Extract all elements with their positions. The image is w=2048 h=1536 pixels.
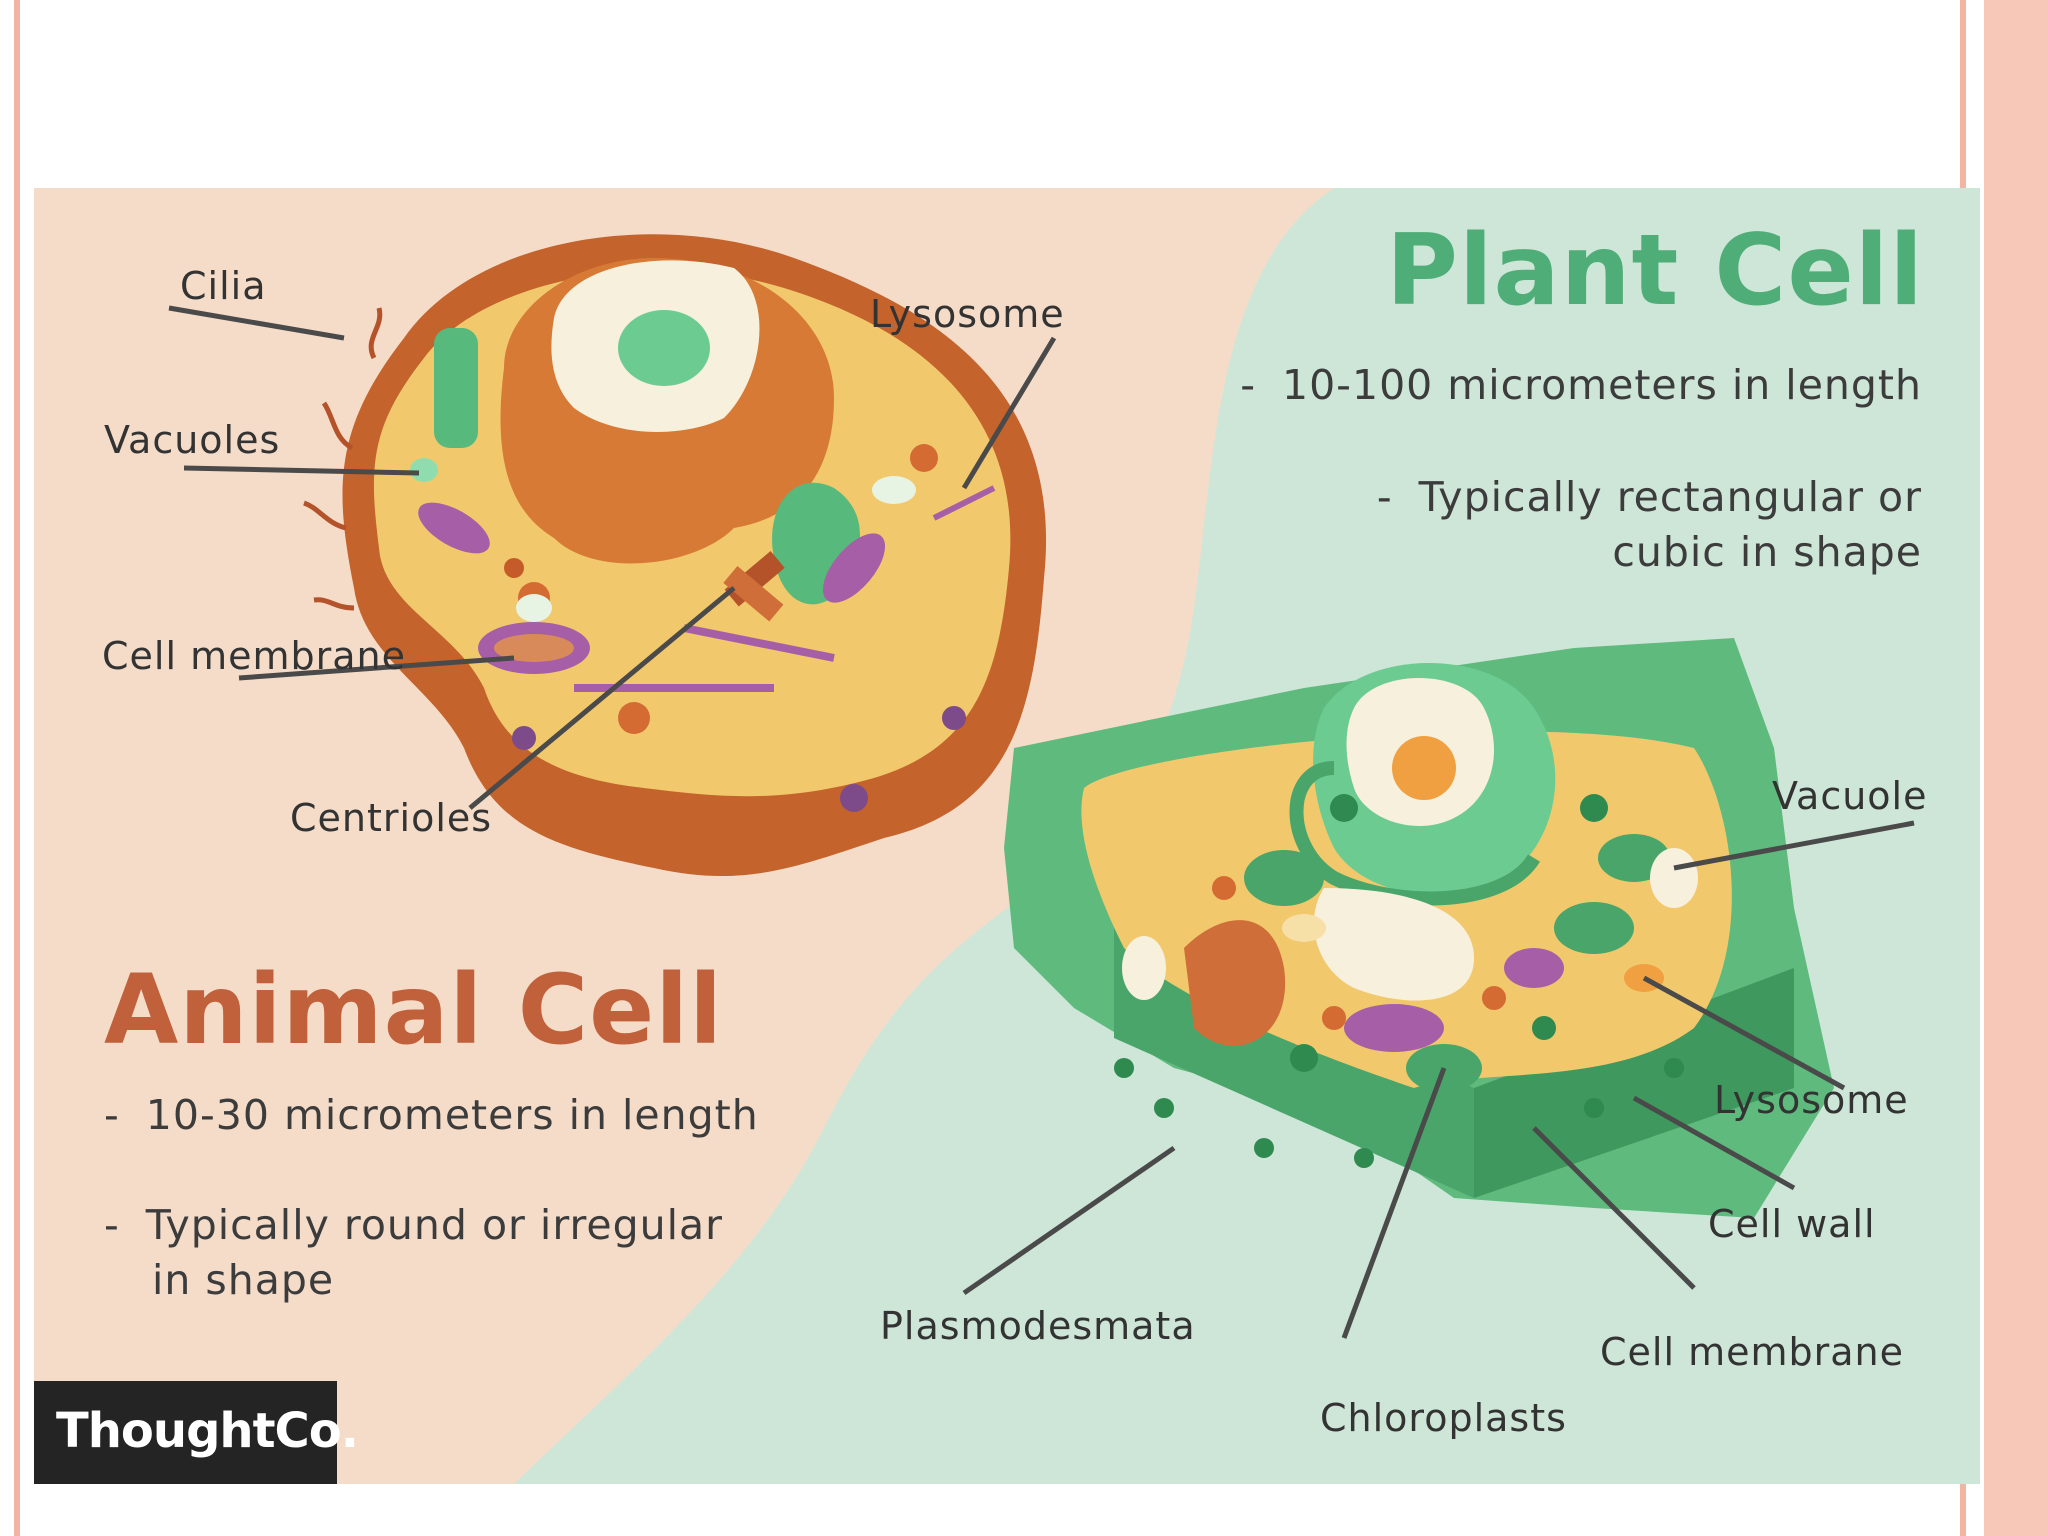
plant-size-value: 10-100 micrometers in length xyxy=(1282,361,1922,409)
leader-vacuoles xyxy=(183,465,420,476)
label-plasmodesmata: Plasmodesmata xyxy=(880,1304,1196,1348)
animal-size-value: 10-30 micrometers in length xyxy=(145,1091,759,1139)
leader-animal-lysosome xyxy=(961,336,1057,490)
animal-shape-line1: Typically round or irregular xyxy=(145,1201,724,1249)
label-cell-wall: Cell wall xyxy=(1708,1202,1876,1246)
leader-centrioles xyxy=(468,586,736,810)
animal-shape-line2: in shape xyxy=(152,1256,335,1304)
label-vacuole: Vacuole xyxy=(1772,774,1928,818)
leader-vacuole xyxy=(1673,820,1915,871)
label-vacuoles: Vacuoles xyxy=(104,418,281,462)
animal-cell-illustration xyxy=(303,234,1047,877)
leader-plant-lysosome xyxy=(1642,975,1846,1091)
leader-plasmodesmata xyxy=(962,1145,1176,1296)
label-cilia: Cilia xyxy=(180,264,267,308)
animal-cell-title: Animal Cell xyxy=(104,954,724,1066)
cell-comparison-figure: Plant Cell -10-100 micrometers in length… xyxy=(34,188,1980,1484)
slide-frame-left xyxy=(14,0,20,1536)
label-centrioles: Centrioles xyxy=(290,796,493,840)
animal-leader-lines xyxy=(168,305,1057,810)
plant-cell-illustration xyxy=(1004,638,1834,1218)
plant-leader-lines xyxy=(962,820,1915,1339)
label-plant-lysosome: Lysosome xyxy=(1714,1078,1909,1122)
leader-cell-wall xyxy=(1632,1095,1796,1191)
thoughtco-logo: ThoughtCo. xyxy=(34,1381,359,1484)
label-chloroplasts: Chloroplasts xyxy=(1320,1396,1567,1440)
logo-text: ThoughtCo. xyxy=(56,1403,359,1459)
leader-plant-cell-membrane xyxy=(1532,1126,1696,1290)
figure-artwork xyxy=(34,188,1980,1484)
animal-size-text: -10-30 micrometers in length xyxy=(104,1091,759,1139)
leader-cilia xyxy=(168,305,345,341)
leader-chloroplasts xyxy=(1341,1067,1447,1339)
label-animal-cell-membrane: Cell membrane xyxy=(102,634,407,678)
plant-cell-title: Plant Cell xyxy=(1386,214,1924,328)
plant-shape-line1: Typically rectangular or xyxy=(1418,473,1922,521)
plant-size-text: -10-100 micrometers in length xyxy=(1240,361,1922,409)
slide-frame-right-band xyxy=(1984,0,2048,1536)
leader-animal-cell-membrane xyxy=(238,655,515,681)
label-plant-cell-membrane: Cell membrane xyxy=(1600,1330,1905,1374)
plant-shape-line2: cubic in shape xyxy=(1612,528,1922,576)
label-animal-lysosome: Lysosome xyxy=(870,292,1065,336)
